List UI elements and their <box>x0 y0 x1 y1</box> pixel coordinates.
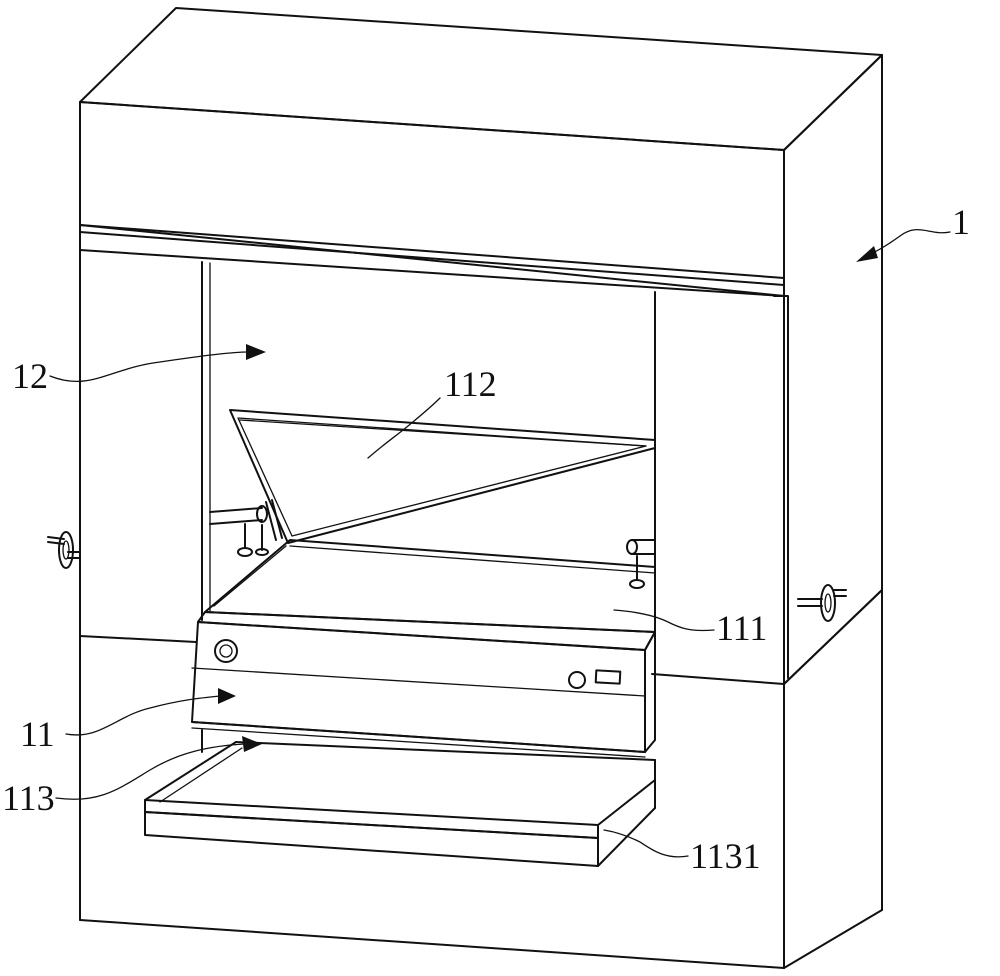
platform-left-lip <box>213 545 287 607</box>
left-handwheel <box>47 531 81 569</box>
lid-inner-top <box>239 419 647 447</box>
label-11: 11 <box>20 714 55 754</box>
lid-outer <box>229 409 656 544</box>
control-bottom-lip <box>191 721 646 753</box>
leader-111 <box>613 609 715 632</box>
right-support-rod <box>626 539 656 589</box>
control-top-face <box>197 611 656 651</box>
reference-labels: 1 12 112 111 11 113 1131 <box>2 202 970 876</box>
lid-inner-frame <box>237 417 647 537</box>
power-knob-icon <box>214 639 238 663</box>
lower-band-side <box>783 589 883 685</box>
drawer-front-face <box>144 811 599 867</box>
arrow-12-icon <box>246 344 266 360</box>
leader-112 <box>367 397 441 459</box>
label-113: 113 <box>2 778 55 818</box>
drawer-front-lip <box>144 799 599 839</box>
lower-band-left <box>79 635 197 643</box>
label-111: 111 <box>716 608 767 648</box>
cabinet-housing <box>79 7 883 969</box>
arrow-1-icon <box>856 246 878 262</box>
drawer-left-edge <box>144 741 237 801</box>
lower-band-right <box>651 673 785 685</box>
head-rail-mid <box>79 231 785 286</box>
right-door-panel <box>773 295 789 679</box>
control-inner-line <box>191 667 646 697</box>
control-right-side <box>644 631 656 753</box>
leader-12 <box>49 351 249 383</box>
leader-113 <box>55 743 245 800</box>
platform-top <box>204 539 656 633</box>
drawer-tray <box>144 729 656 867</box>
drawer-right-edge <box>597 759 656 826</box>
leader-lines <box>49 228 951 858</box>
arrow-113-icon <box>242 736 262 752</box>
platform-back-lip <box>289 545 656 574</box>
top-box-front-face <box>79 101 785 297</box>
label-12: 12 <box>12 356 48 396</box>
display-window-icon <box>594 669 622 685</box>
lid <box>229 409 656 544</box>
control-button-icon <box>568 671 586 689</box>
label-1131: 1131 <box>690 836 761 876</box>
arrow-11-icon <box>218 688 236 704</box>
head-rail-top <box>79 224 785 279</box>
label-1: 1 <box>952 202 970 242</box>
leader-11 <box>65 695 221 736</box>
head-rail-bottom <box>79 249 785 297</box>
right-side-bottom-edge <box>783 909 883 969</box>
drawer-back-edge <box>235 741 656 761</box>
control-bottom-lip-2 <box>191 727 646 758</box>
bottom-front-edge <box>79 919 785 969</box>
leader-1131 <box>603 829 689 858</box>
left-support-rod <box>209 499 283 557</box>
right-handwheel <box>797 584 847 622</box>
drawer-front-side <box>597 807 656 867</box>
label-112: 112 <box>444 364 497 404</box>
drawer-left-inner <box>159 747 243 803</box>
platform <box>204 539 656 633</box>
control-housing <box>191 611 656 758</box>
